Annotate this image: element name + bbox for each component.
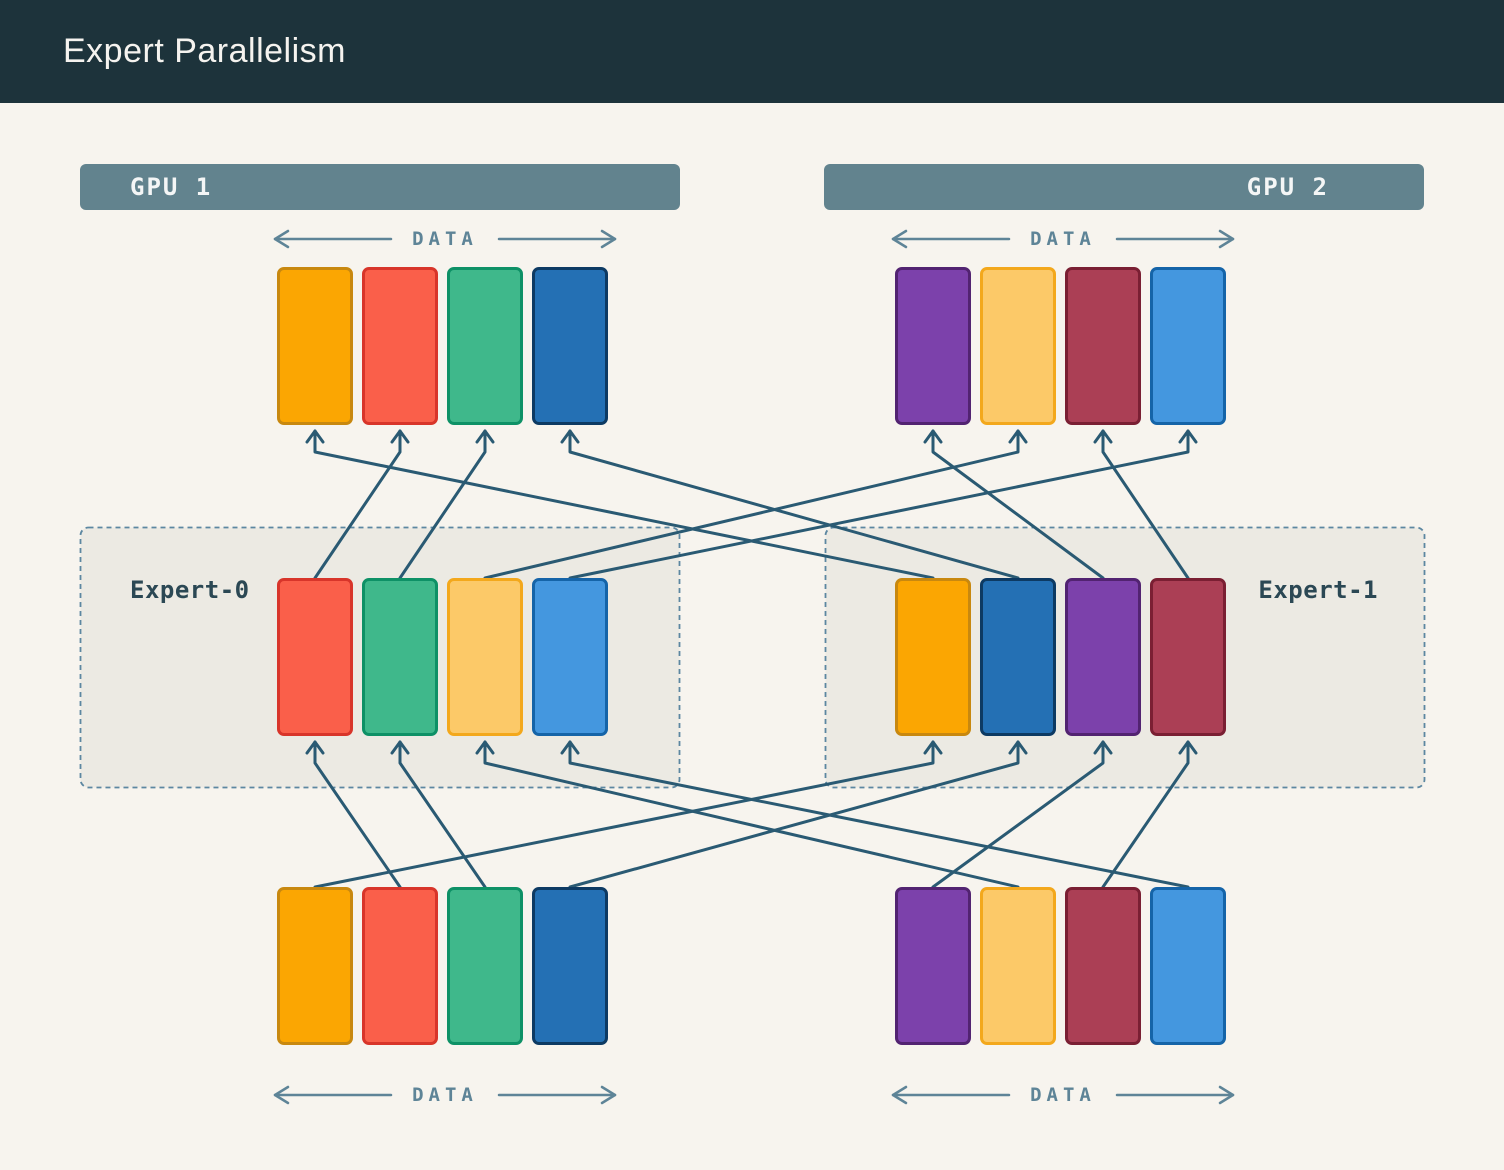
token-block-orange (895, 578, 971, 736)
left-arrowhead-icon (273, 229, 290, 249)
token-block-red (362, 887, 438, 1045)
token-block-lightblue (532, 578, 608, 736)
routing-arrow-shaft (313, 429, 935, 580)
gpu1-bar: GPU 1 (80, 164, 680, 210)
expert1-label: Expert-1 (1258, 576, 1378, 604)
up-arrowhead-icon (1093, 740, 1113, 755)
gpu2-bar: GPU 2 (824, 164, 1424, 210)
routing-arrow-shaft (398, 740, 487, 889)
token-block-amber (980, 267, 1056, 425)
token-block-green (447, 267, 523, 425)
routing-arrow-shaft (931, 429, 1105, 580)
left-arrowhead-icon (891, 1085, 908, 1105)
token-block-orange (277, 887, 353, 1045)
token-block-maroon (1150, 578, 1226, 736)
token-block-lightblue (1150, 887, 1226, 1045)
routing-arrow-shaft (568, 740, 1190, 889)
token-block-darkblue (532, 267, 608, 425)
routing-arrow-shaft (1101, 740, 1190, 889)
token-block-amber (980, 887, 1056, 1045)
routing-arrow-shaft (483, 429, 1020, 580)
up-arrowhead-icon (560, 429, 580, 444)
routing-arrow-shaft (1101, 429, 1190, 580)
expert0-label: Expert-0 (130, 576, 250, 604)
token-block-maroon (1065, 887, 1141, 1045)
routing-arrow-shaft (568, 740, 1020, 889)
token-block-darkblue (980, 578, 1056, 736)
up-arrowhead-icon (1178, 429, 1198, 444)
token-block-red (277, 578, 353, 736)
up-arrowhead-icon (305, 429, 325, 444)
token-block-orange (277, 267, 353, 425)
routing-arrow-shaft (483, 740, 1020, 889)
up-arrowhead-icon (305, 740, 325, 755)
token-block-purple (895, 887, 971, 1045)
routing-arrow-shaft (931, 740, 1105, 889)
token-block-green (447, 887, 523, 1045)
up-arrowhead-icon (1178, 740, 1198, 755)
token-block-lightblue (1150, 267, 1226, 425)
up-arrowhead-icon (1008, 740, 1028, 755)
up-arrowhead-icon (475, 429, 495, 444)
up-arrowhead-icon (475, 740, 495, 755)
gpu2-label: GPU 2 (1246, 173, 1329, 201)
token-block-red (362, 267, 438, 425)
right-arrowhead-icon (1218, 1085, 1235, 1105)
token-block-darkblue (532, 887, 608, 1045)
routing-arrow-shaft (398, 429, 487, 580)
up-arrowhead-icon (390, 740, 410, 755)
right-arrowhead-icon (1218, 229, 1235, 249)
left-arrowhead-icon (273, 1085, 290, 1105)
routing-arrow-shaft (568, 429, 1190, 580)
up-arrowhead-icon (390, 429, 410, 444)
header-bar: Expert Parallelism (0, 0, 1504, 103)
up-arrowhead-icon (1093, 429, 1113, 444)
token-block-purple (895, 267, 971, 425)
routing-arrow-shaft (313, 429, 402, 580)
token-block-amber (447, 578, 523, 736)
left-arrowhead-icon (891, 229, 908, 249)
page-title: Expert Parallelism (63, 32, 346, 70)
right-arrowhead-icon (600, 229, 617, 249)
up-arrowhead-icon (1008, 429, 1028, 444)
token-block-green (362, 578, 438, 736)
routing-arrow-shaft (313, 740, 935, 889)
data-flow-label-top-right: DATA (1030, 228, 1096, 250)
token-block-purple (1065, 578, 1141, 736)
right-arrowhead-icon (600, 1085, 617, 1105)
data-flow-label-top-left: DATA (412, 228, 478, 250)
token-block-maroon (1065, 267, 1141, 425)
data-flow-label-bottom-right: DATA (1030, 1084, 1096, 1106)
routing-arrow-shaft (313, 740, 402, 889)
up-arrowhead-icon (560, 740, 580, 755)
gpu1-label: GPU 1 (130, 173, 213, 201)
up-arrowhead-icon (923, 740, 943, 755)
data-flow-label-bottom-left: DATA (412, 1084, 478, 1106)
routing-arrow-shaft (568, 429, 1020, 580)
up-arrowhead-icon (923, 429, 943, 444)
